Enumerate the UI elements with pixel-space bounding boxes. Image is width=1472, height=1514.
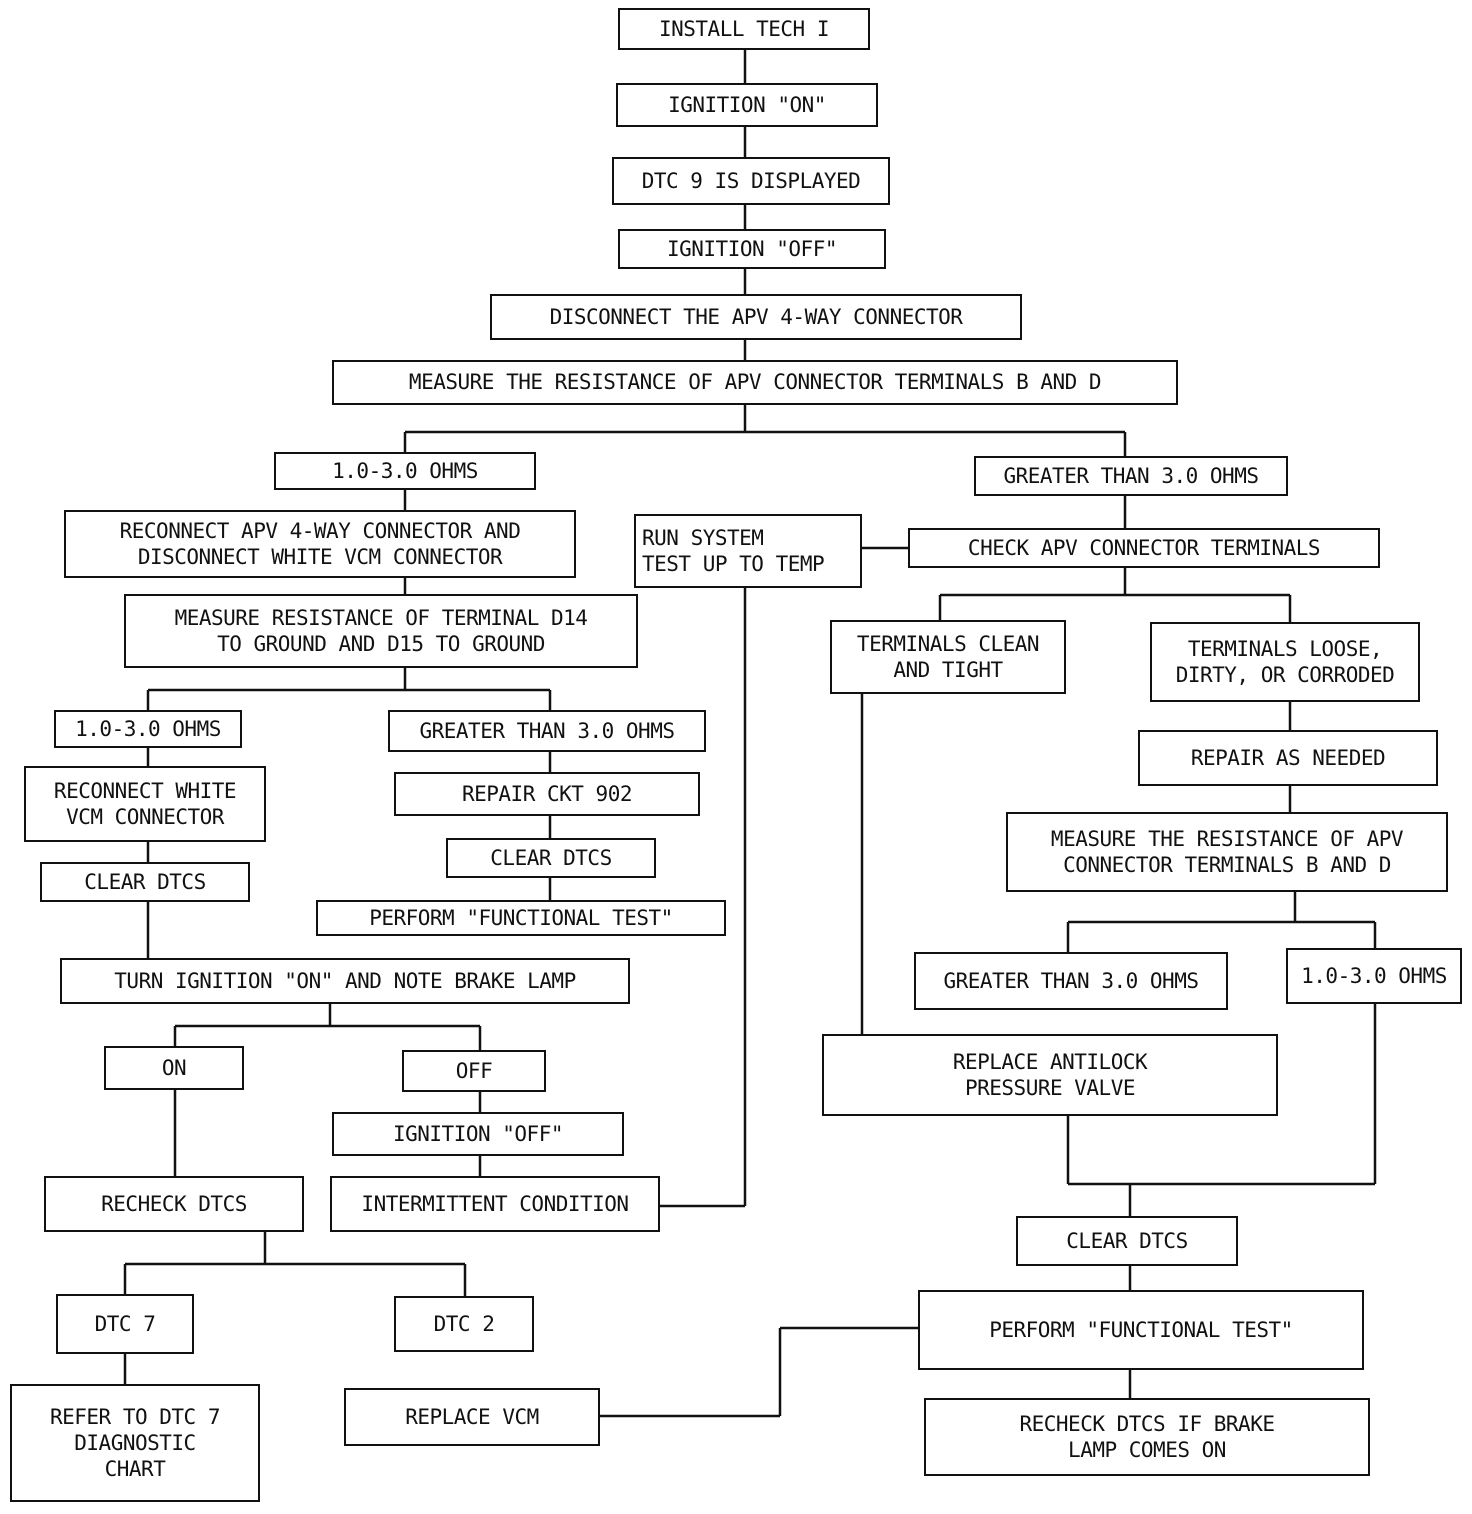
greater-3-box: GREATER THAN 3.0 OHMS: [388, 710, 706, 752]
measure-apv-bd-2-box: MEASURE THE RESISTANCE OF APV CONNECTOR …: [1006, 812, 1448, 892]
install-tech-box: INSTALL TECH I: [618, 8, 870, 50]
check-apv-terminals-box: CHECK APV CONNECTOR TERMINALS: [908, 528, 1380, 568]
ignition-off-box: IGNITION "OFF": [332, 1112, 624, 1156]
perform-functional-test-box: PERFORM "FUNCTIONAL TEST": [316, 900, 726, 936]
disconnect-apv-box: DISCONNECT THE APV 4-WAY CONNECTOR: [490, 294, 1022, 340]
clear-dtcs-box: CLEAR DTCS: [1016, 1216, 1238, 1266]
ohms-1-3-box: 1.0-3.0 OHMS: [54, 710, 242, 748]
perform-functional-test-box: PERFORM "FUNCTIONAL TEST": [918, 1290, 1364, 1370]
ignition-off-box: IGNITION "OFF": [618, 229, 886, 269]
clear-dtcs-box: CLEAR DTCS: [40, 862, 250, 902]
repair-ckt-box: REPAIR CKT 902: [394, 772, 700, 816]
off-box: OFF: [402, 1050, 546, 1092]
dtc9-displayed-box: DTC 9 IS DISPLAYED: [612, 157, 890, 205]
measure-d14-d15-box: MEASURE RESISTANCE OF TERMINAL D14 TO GR…: [124, 594, 638, 668]
ohms-1-3-box: 1.0-3.0 OHMS: [1286, 948, 1462, 1004]
terminals-clean-box: TERMINALS CLEAN AND TIGHT: [830, 620, 1066, 694]
dtc2-box: DTC 2: [394, 1296, 534, 1352]
intermittent-condition-box: INTERMITTENT CONDITION: [330, 1176, 660, 1232]
reconnect-white-vcm-box: RECONNECT WHITE VCM CONNECTOR: [24, 766, 266, 842]
replace-vcm-box: REPLACE VCM: [344, 1388, 600, 1446]
ignition-on-box: IGNITION "ON": [616, 83, 878, 127]
on-box: ON: [104, 1046, 244, 1090]
terminals-loose-box: TERMINALS LOOSE, DIRTY, OR CORRODED: [1150, 622, 1420, 702]
turn-ignition-on-box: TURN IGNITION "ON" AND NOTE BRAKE LAMP: [60, 958, 630, 1004]
reconnect-apv-box: RECONNECT APV 4-WAY CONNECTOR AND DISCON…: [64, 510, 576, 578]
clear-dtcs-box: CLEAR DTCS: [446, 838, 656, 878]
refer-dtc7-box: REFER TO DTC 7 DIAGNOSTIC CHART: [10, 1384, 260, 1502]
replace-apv-box: REPLACE ANTILOCK PRESSURE VALVE: [822, 1034, 1278, 1116]
dtc7-box: DTC 7: [56, 1294, 194, 1354]
recheck-dtcs-box: RECHECK DTCS: [44, 1176, 304, 1232]
greater-3-box: GREATER THAN 3.0 OHMS: [914, 952, 1228, 1010]
run-system-test-box: RUN SYSTEM TEST UP TO TEMP: [634, 514, 862, 588]
ohms-1-3-box: 1.0-3.0 OHMS: [274, 452, 536, 490]
recheck-if-brake-lamp-box: RECHECK DTCS IF BRAKE LAMP COMES ON: [924, 1398, 1370, 1476]
measure-apv-bd-box: MEASURE THE RESISTANCE OF APV CONNECTOR …: [332, 360, 1178, 405]
greater-3-box: GREATER THAN 3.0 OHMS: [974, 456, 1288, 496]
repair-as-needed-box: REPAIR AS NEEDED: [1138, 730, 1438, 786]
